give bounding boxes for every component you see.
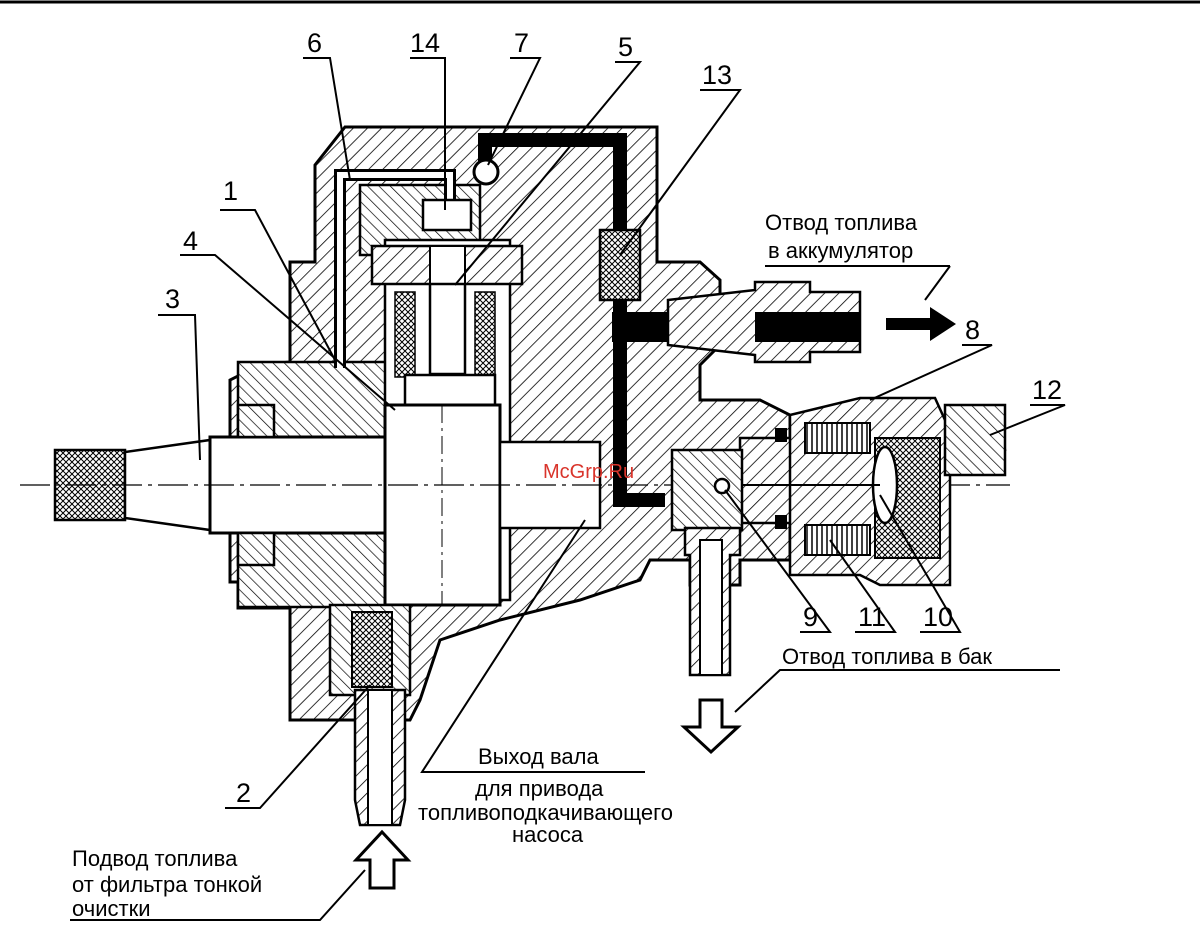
label-part-14: 14 — [410, 28, 440, 58]
accumulator-caption-line2: в аккумулятор — [768, 238, 913, 263]
watermark: McGrp.Ru — [543, 461, 634, 483]
valve-14 — [421, 198, 473, 232]
label-part-1: 1 — [223, 176, 238, 206]
connector-12 — [943, 403, 1007, 477]
label-part-4: 4 — [183, 226, 198, 256]
label-part-5: 5 — [618, 32, 633, 62]
coil-11-top — [804, 422, 871, 454]
flow-annotations: Отвод топлива в аккумулятор Отвод топлив… — [72, 210, 992, 921]
pressure-valve-13 — [598, 228, 642, 302]
label-part-2: 2 — [236, 778, 251, 808]
shaft-caption-line3: топливоподкачивающего — [418, 800, 673, 825]
inlet-fitting — [328, 603, 412, 827]
label-part-10: 10 — [923, 602, 953, 632]
part-number-labels: 1 4 3 6 14 7 5 13 8 12 9 11 10 2 — [165, 28, 1062, 808]
label-part-12: 12 — [1032, 375, 1062, 405]
label-part-9: 9 — [803, 602, 818, 632]
shaft-caption-line4: насоса — [512, 822, 584, 847]
label-part-6: 6 — [307, 28, 322, 58]
flow-arrows — [352, 307, 956, 890]
tank-caption: Отвод топлива в бак — [782, 644, 992, 669]
check-valve-7 — [472, 158, 500, 186]
plunger-chamber — [370, 238, 524, 607]
leader-lines — [70, 57, 1066, 921]
outlet-arrow-icon — [886, 307, 956, 341]
shaft-caption-line1: Выход вала — [478, 744, 599, 769]
label-part-11: 11 — [858, 602, 886, 632]
label-part-8: 8 — [965, 315, 980, 345]
accumulator-caption-line1: Отвод топлива — [765, 210, 918, 235]
shaft-caption-line2: для привода — [475, 776, 604, 801]
accumulator-fitting — [666, 280, 862, 364]
label-part-3: 3 — [165, 284, 180, 314]
return-arrow-icon — [680, 698, 742, 755]
inlet-arrow-icon — [352, 829, 412, 890]
supply-caption-line3: очистки — [72, 896, 151, 921]
label-part-13: 13 — [702, 60, 732, 90]
regulator-valve — [670, 396, 1007, 677]
supply-caption-line2: от фильтра тонкой — [72, 872, 262, 897]
drive-shaft — [20, 403, 1010, 567]
supply-caption-line1: Подвод топлива — [72, 846, 238, 871]
label-part-7: 7 — [514, 28, 529, 58]
